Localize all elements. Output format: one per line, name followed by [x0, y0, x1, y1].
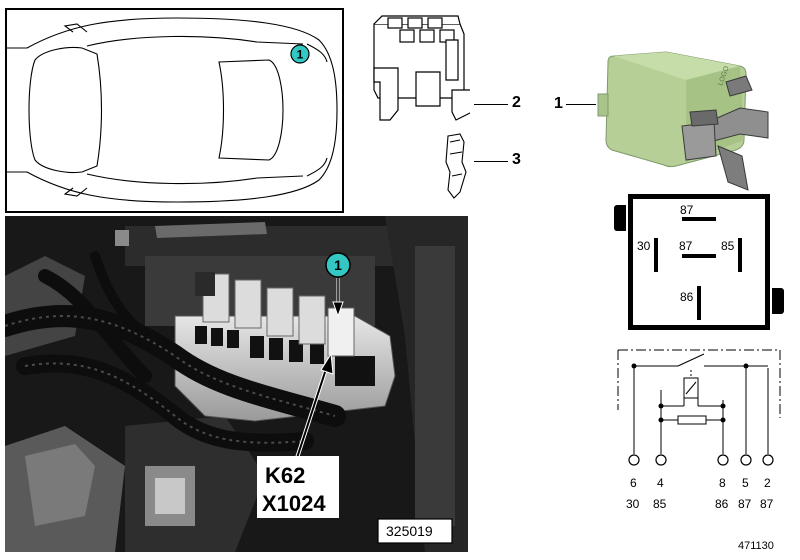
pin-label-87-top: 87 [680, 203, 694, 217]
component-code-label: K62 [265, 463, 306, 488]
pin-label-85: 85 [721, 239, 735, 253]
schematic-terminal-label-4: 87 [738, 497, 752, 511]
pin-30-bar [654, 238, 658, 272]
car-location-marker-label: 1 [297, 48, 304, 62]
pinout-right-tab [772, 288, 784, 314]
schematic-pin-number-1: 6 [630, 476, 637, 490]
schematic-pin-number-3: 8 [719, 476, 726, 490]
photo-marker-label: 1 [334, 257, 342, 273]
relay-socket-drawing [373, 15, 470, 121]
pinout-left-tab [614, 205, 626, 231]
pin-86-bar [697, 286, 701, 320]
car-location-panel: 1 [5, 8, 344, 213]
item-2-number: 2 [512, 94, 521, 111]
item-3-leader [474, 161, 508, 162]
schematic-pin-number-4: 5 [742, 476, 749, 490]
item-3-number: 3 [512, 151, 521, 168]
installation-photo-panel: 1 K62 X1024 325019 [5, 216, 468, 552]
schematic-terminal-label-5: 87 [760, 497, 774, 511]
relay-circuit-schematic [617, 349, 781, 466]
item-1-leader [566, 104, 596, 105]
connector-code-label: X1024 [262, 491, 326, 516]
pin-87-center-bar [682, 254, 716, 258]
item-1-number: 1 [554, 95, 563, 112]
schematic-terminal-label-1: 30 [626, 497, 640, 511]
pin-85-bar [738, 238, 742, 272]
pin-87-top-bar [682, 217, 716, 221]
crimp-terminal-drawing [445, 133, 467, 199]
schematic-terminal-label-2: 85 [653, 497, 667, 511]
installation-photo: 1 [5, 216, 468, 552]
pin-label-86: 86 [680, 290, 694, 304]
schematic-terminal-label-3: 86 [715, 497, 729, 511]
pin-label-30: 30 [637, 239, 651, 253]
schematic-pin-number-2: 4 [657, 476, 664, 490]
item-2-leader [474, 104, 508, 105]
pin-label-87-center: 87 [679, 239, 693, 253]
relay-photo: LOGO [597, 51, 769, 191]
car-top-view-outline: 1 [7, 17, 338, 203]
schematic-pin-number-5: 2 [764, 476, 771, 490]
photo-image-number: 325019 [386, 523, 433, 539]
photo-marker-circle [325, 252, 351, 278]
car-location-marker-circle [290, 44, 310, 64]
diagram-number: 471130 [738, 540, 774, 552]
